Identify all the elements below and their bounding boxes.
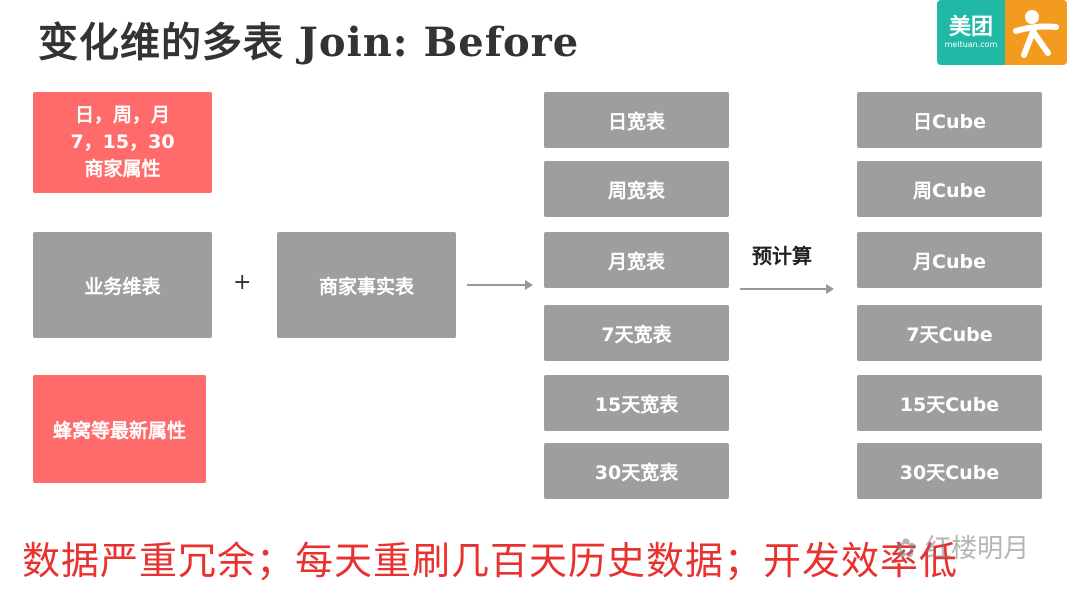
- logo-subtext: meituan.com: [944, 39, 998, 49]
- time-dimension-box: 日，周，月 7，15，30 商家属性: [33, 92, 212, 193]
- footer-conclusion: 数据严重冗余；每天重刷几百天历史数据；开发效率低: [22, 539, 959, 583]
- cube-30day: 30天Cube: [857, 443, 1042, 499]
- merchant-fact-box: 商家事实表: [277, 232, 456, 338]
- time-dimension-line1: 日，周，月: [74, 104, 170, 126]
- wide-table-15day: 15天宽表: [544, 375, 729, 431]
- wide-table-month: 月宽表: [544, 232, 729, 288]
- precompute-label: 预计算: [752, 244, 812, 268]
- cube-day: 日Cube: [857, 92, 1042, 148]
- cube-7day: 7天Cube: [857, 305, 1042, 361]
- wide-table-30day: 30天宽表: [544, 443, 729, 499]
- wide-table-week: 周宽表: [544, 161, 729, 217]
- latest-attributes-box: 蜂窝等最新属性: [33, 375, 206, 483]
- cube-week: 周Cube: [857, 161, 1042, 217]
- watermark-text: 红楼明月: [925, 534, 1030, 564]
- plus-sign: +: [233, 270, 252, 295]
- logo-mascot-icon: [1005, 0, 1067, 65]
- business-dimension-box: 业务维表: [33, 232, 212, 338]
- arrow-to-cubes: [740, 284, 834, 294]
- meituan-logo: 美团 meituan.com: [937, 0, 1067, 65]
- logo-wordmark: 美团 meituan.com: [937, 0, 1005, 65]
- wide-table-day: 日宽表: [544, 92, 729, 148]
- cube-month: 月Cube: [857, 232, 1042, 288]
- time-dimension-line2: 7，15，30: [70, 131, 175, 153]
- time-dimension-line3: 商家属性: [84, 158, 161, 180]
- arrow-to-wide-tables: [467, 280, 533, 290]
- cube-15day: 15天Cube: [857, 375, 1042, 431]
- watermark: ✿ 红楼明月: [895, 528, 1029, 565]
- wide-table-7day: 7天宽表: [544, 305, 729, 361]
- logo-text: 美团: [948, 14, 993, 40]
- page-title: 变化维的多表 Join: Before: [38, 19, 580, 66]
- wechat-icon: ✿: [895, 534, 917, 564]
